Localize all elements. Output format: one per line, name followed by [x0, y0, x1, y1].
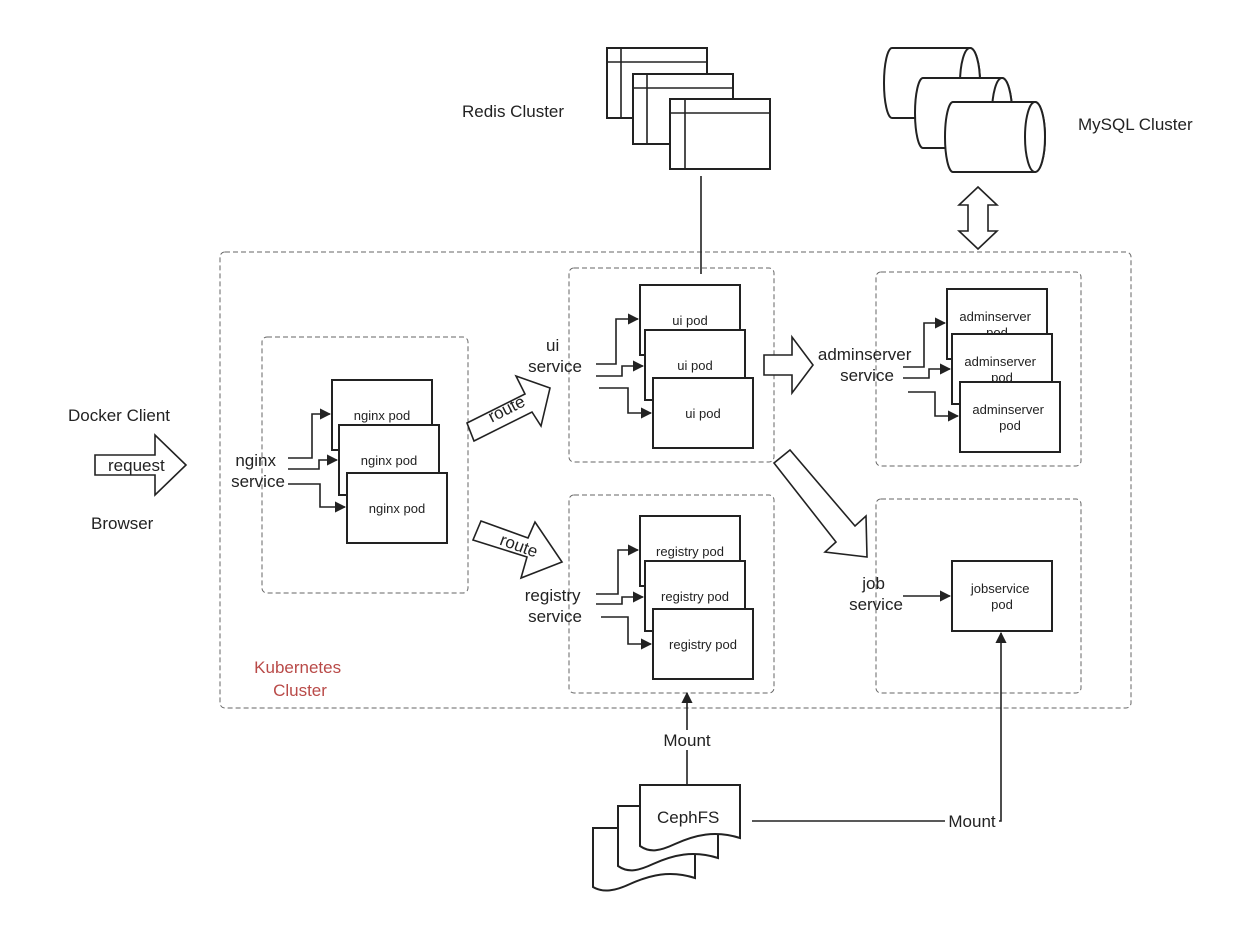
- pod-label: nginx pod: [354, 408, 410, 423]
- pod-box: [346, 472, 448, 544]
- adminserver-pod-stack: adminserver pod adminserver pod adminser…: [946, 288, 1061, 453]
- docker-client-label: Docker Client: [68, 406, 170, 425]
- cephfs-label: CephFS: [657, 808, 719, 827]
- job-service-label: job service: [849, 574, 903, 614]
- pod-label: ui pod: [672, 313, 707, 328]
- mysql-cluster-label: MySQL Cluster: [1078, 115, 1193, 134]
- mount-label-jobservice: Mount: [948, 812, 996, 831]
- pod-label: registry pod: [656, 544, 724, 559]
- mount-to-jobservice-connector: [752, 631, 1007, 822]
- route-arrow-lower: [471, 519, 564, 580]
- ui-service-connectors: [596, 313, 653, 419]
- pod-box: [652, 608, 754, 680]
- route-arrow-upper: [465, 374, 551, 443]
- adminserver-service-connectors: [903, 317, 960, 422]
- pod-label: ui pod: [677, 358, 712, 373]
- ui-to-adminserver-arrow: [763, 334, 814, 396]
- ui-pod-stack: ui pod ui pod ui pod: [639, 284, 754, 449]
- pod-box: [652, 377, 754, 449]
- nginx-service-connectors: [288, 408, 347, 513]
- pod-label: adminserver pod: [972, 402, 1047, 433]
- registry-service-connectors: [596, 544, 653, 650]
- ui-to-jobservice-arrow: [772, 448, 868, 558]
- pod-label: nginx pod: [361, 453, 417, 468]
- kubernetes-cluster-label: Kubernetes Cluster: [254, 658, 346, 700]
- registry-pod-stack: registry pod registry pod registry pod: [639, 515, 754, 680]
- mount-label-bg: [945, 811, 999, 831]
- nginx-pod-stack: nginx pod nginx pod nginx pod: [331, 379, 448, 544]
- mount-label-registry: Mount: [663, 731, 711, 750]
- redis-cluster-icon: [606, 47, 771, 170]
- request-label: request: [108, 456, 165, 475]
- mysql-double-arrow: [956, 185, 1000, 251]
- registry-service-label: registry service: [525, 586, 585, 626]
- registry-group: [568, 494, 775, 694]
- mysql-cluster-icon: [883, 47, 1046, 173]
- jobservice-pod-label: jobservice pod: [970, 581, 1033, 612]
- redis-cluster-label: Redis Cluster: [462, 102, 564, 121]
- pod-label: registry pod: [661, 589, 729, 604]
- adminserver-service-label: adminserver service: [818, 345, 916, 385]
- pod-box: [959, 381, 1061, 453]
- ui-group: [568, 267, 775, 463]
- browser-label: Browser: [91, 514, 154, 533]
- adminserver-group: [875, 271, 1082, 467]
- pod-label: nginx pod: [369, 501, 425, 516]
- nginx-group: [261, 336, 469, 594]
- mount-label-bg: [660, 730, 715, 750]
- pod-label: registry pod: [669, 637, 737, 652]
- pod-label: ui pod: [685, 406, 720, 421]
- cephfs-storage-icon: [592, 784, 741, 892]
- request-arrow: [94, 433, 188, 497]
- kubernetes-cluster-boundary: [219, 251, 1132, 709]
- ui-service-label: ui service: [528, 336, 582, 376]
- jobservice-pod-box: [951, 560, 1053, 632]
- jobservice-group: [875, 498, 1082, 694]
- nginx-service-label: nginx service: [231, 451, 285, 491]
